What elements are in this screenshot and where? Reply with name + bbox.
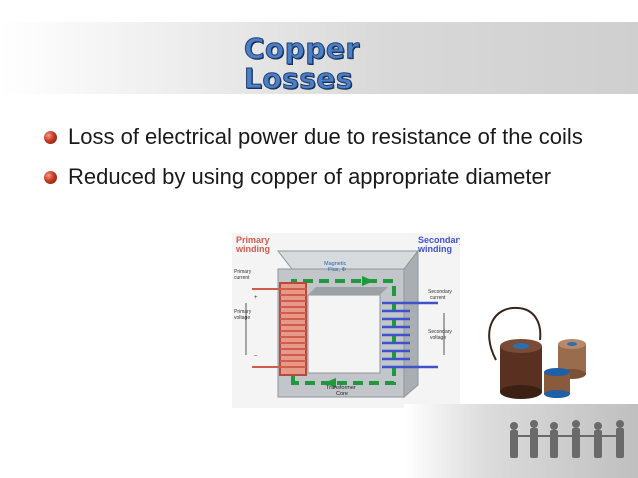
bullet-text: Reduced by using copper of appropriate d… (68, 164, 552, 189)
slide-title: Copper Losses (244, 32, 360, 95)
copper-wire-spools (488, 306, 586, 399)
secondary-current-label: Secondary (428, 289, 452, 295)
primary-voltage-label: voltage (234, 315, 250, 321)
red-bullet-icon (44, 131, 57, 144)
secondary-winding-label: winding (417, 244, 452, 254)
secondary-current-label: current (430, 295, 446, 301)
bullet-item: Loss of electrical power due to resistan… (44, 124, 624, 150)
people-silhouette-decoration (404, 404, 638, 478)
bullet-item: Reduced by using copper of appropriate d… (44, 164, 624, 190)
primary-current-label: Primary (234, 269, 252, 275)
red-bullet-icon (44, 171, 57, 184)
flux-arrowhead-icon (324, 378, 336, 388)
plus-sign: + (254, 295, 258, 301)
minus-sign: – (254, 353, 258, 359)
secondary-voltage-label: Secondary (428, 329, 452, 335)
transformer-core (276, 249, 420, 399)
secondary-voltage-label: voltage (430, 335, 446, 341)
primary-coil (252, 282, 307, 376)
bullet-list: Loss of electrical power due to resistan… (44, 124, 624, 204)
secondary-winding-label: Secondary (418, 235, 460, 245)
primary-winding-label: Primary (236, 235, 270, 245)
transformer-core-label: Transformer (326, 385, 356, 391)
primary-current-label: current (234, 275, 250, 281)
bullet-text: Loss of electrical power due to resistan… (68, 124, 583, 149)
primary-winding-label: winding (235, 244, 270, 254)
magnetic-flux-label: Flux, Φ (328, 267, 346, 273)
title-line-2: Losses (244, 62, 354, 95)
primary-voltage-label: Primary (234, 309, 252, 315)
flux-arrowhead-icon (362, 276, 374, 286)
transformer-core-label: Core (336, 391, 348, 397)
transformer-diagram: Primary winding Secondary winding Primar… (232, 233, 460, 408)
magnetic-flux-label: Magnetic (324, 261, 347, 267)
title-line-1: Copper (244, 32, 360, 65)
secondary-coil (382, 301, 438, 369)
header-band (0, 22, 638, 94)
